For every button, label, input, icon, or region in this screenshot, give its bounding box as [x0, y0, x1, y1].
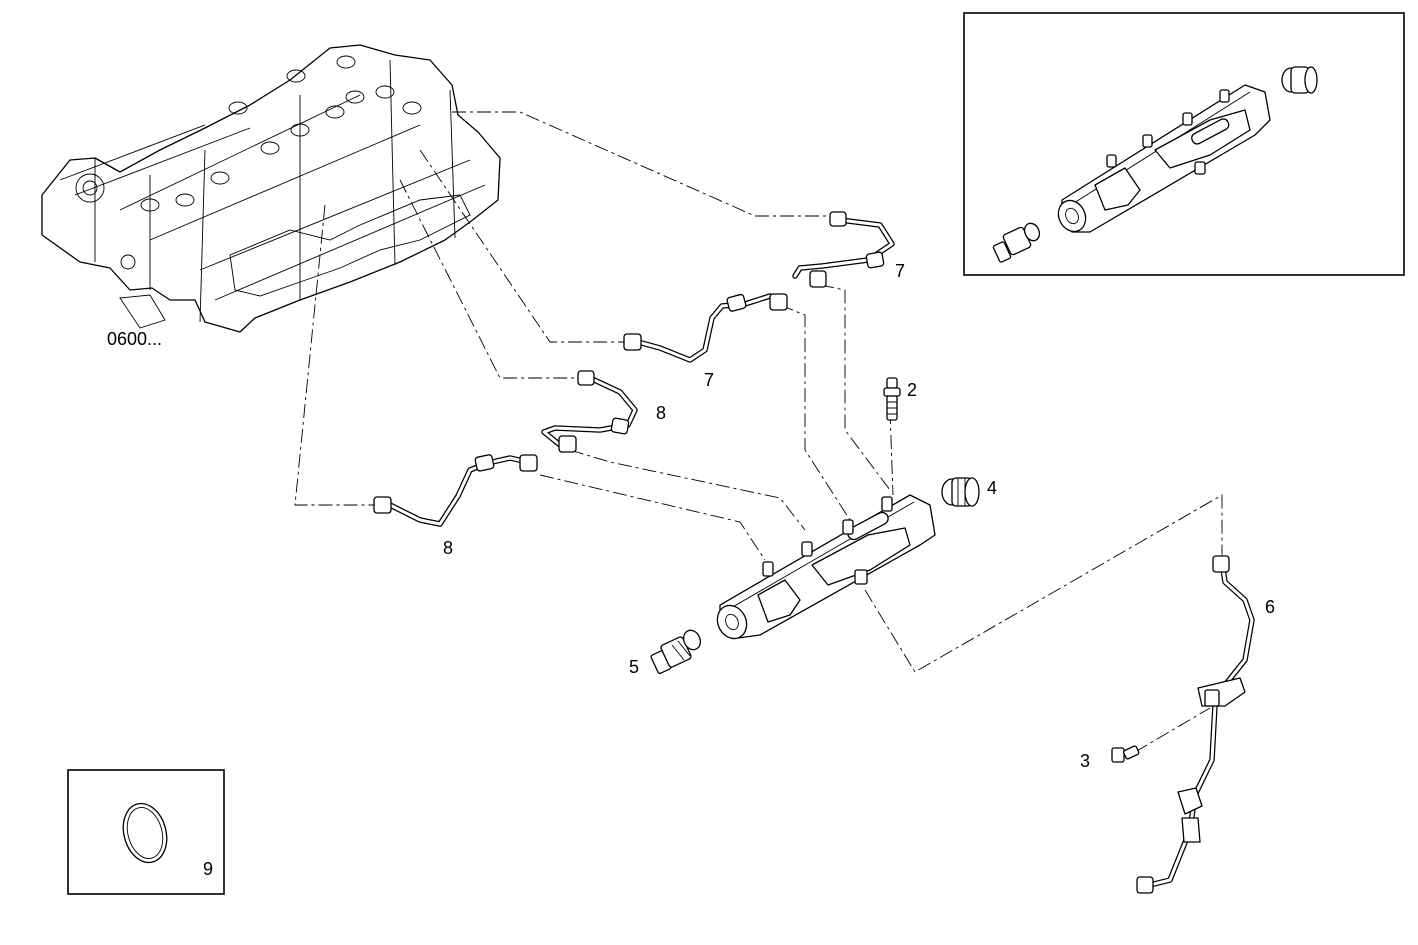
fuel-rail: [716, 494, 936, 640]
callout-2: 2: [907, 380, 917, 400]
callout-4: 4: [987, 478, 997, 498]
callout-7-upper: 7: [895, 261, 905, 281]
injector-pipe-upper-8: [541, 370, 638, 453]
callout-8-upper: 8: [656, 403, 666, 423]
bolt-3: [1111, 745, 1140, 763]
inset-box-o-ring: [67, 769, 225, 895]
reference-label: 0600...: [107, 329, 162, 349]
cylinder-head: [41, 44, 501, 333]
injector-pipe-upper-7: [792, 211, 895, 288]
stud-bolt-2: [883, 377, 901, 421]
fuel-return-pipe-6: [1136, 555, 1255, 894]
callout-9: 9: [203, 859, 213, 879]
leader-lines: [294, 111, 1223, 753]
callout-7-lower: 7: [704, 370, 714, 390]
pressure-relief-plug-4: [941, 477, 980, 507]
inset-box-assembled-rail: [963, 12, 1405, 276]
callout-3: 3: [1080, 751, 1090, 771]
callout-8-lower: 8: [443, 538, 453, 558]
injector-pipe-lower-8: [373, 454, 538, 527]
injector-pipe-lower-7: [623, 293, 788, 363]
callout-5: 5: [629, 657, 639, 677]
pressure-sensor-5: [650, 629, 702, 675]
callout-6: 6: [1265, 597, 1275, 617]
